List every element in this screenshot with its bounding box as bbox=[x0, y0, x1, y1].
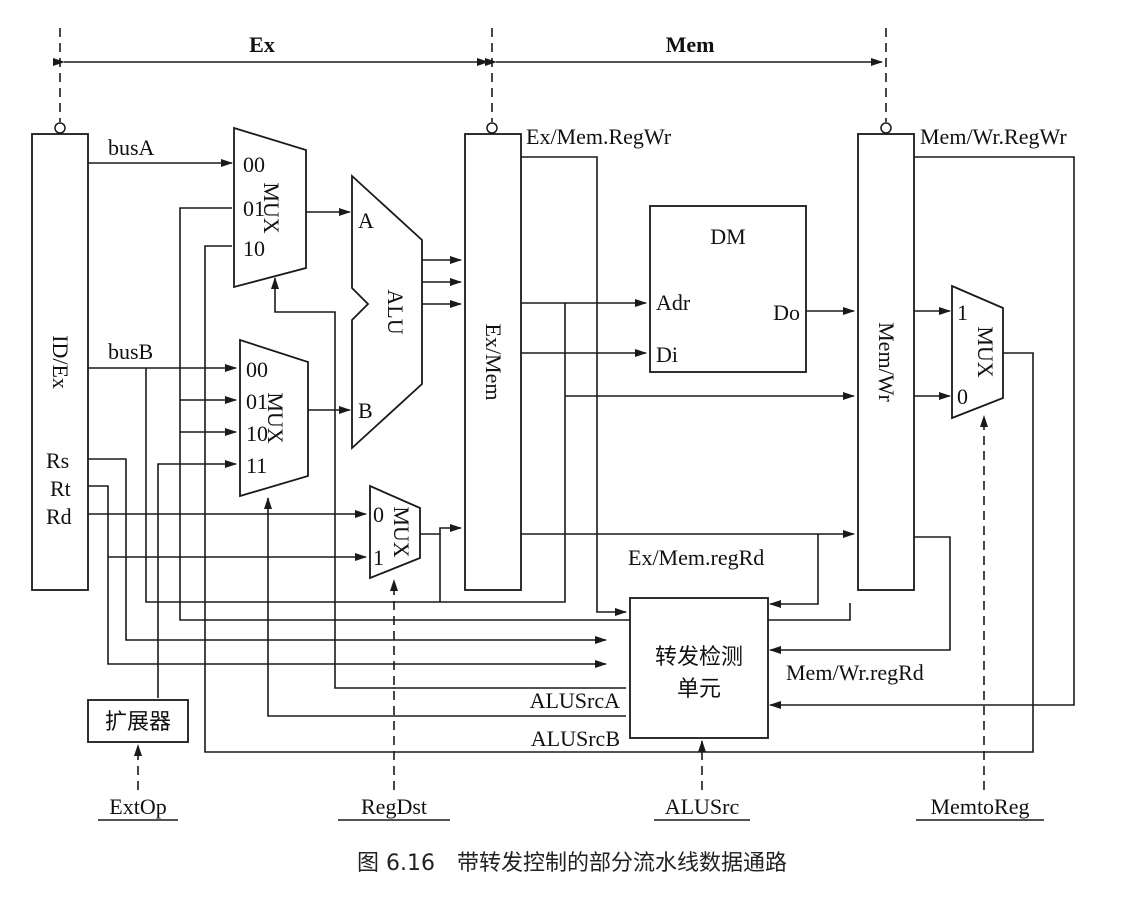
regdst-label: RegDst bbox=[361, 794, 427, 819]
mux-dst-in-1: 1 bbox=[373, 545, 384, 570]
busA-label: busA bbox=[108, 135, 155, 160]
alu-label: ALU bbox=[383, 289, 408, 334]
mux-b-in-10: 10 bbox=[246, 421, 268, 446]
mux-a-in-01: 01 bbox=[243, 196, 265, 221]
extender-label: 扩展器 bbox=[105, 710, 171, 735]
mux-b-in-00: 00 bbox=[246, 357, 268, 382]
mux-wb-in-1: 1 bbox=[957, 300, 968, 325]
mux-wb-in-0: 0 bbox=[957, 384, 968, 409]
mux-b-in-11: 11 bbox=[246, 453, 267, 478]
rd-label: Rd bbox=[46, 504, 72, 529]
forwarding-unit-line2: 单元 bbox=[677, 677, 721, 702]
memtoreg-label: MemtoReg bbox=[931, 794, 1030, 819]
busB-label: busB bbox=[108, 339, 153, 364]
mux-dst bbox=[369, 484, 421, 580]
alu-b-label: B bbox=[358, 398, 373, 423]
alusrc-label: ALUSrc bbox=[665, 794, 740, 819]
wires bbox=[88, 156, 1075, 753]
id-ex-register bbox=[31, 133, 89, 591]
ex-mem-label: Ex/Mem bbox=[481, 324, 506, 401]
alu bbox=[351, 173, 423, 451]
extender bbox=[87, 699, 189, 743]
alusrca-label: ALUSrcA bbox=[530, 688, 621, 713]
mux-a-in-10: 10 bbox=[243, 236, 265, 261]
alusrcb-label: ALUSrcB bbox=[531, 726, 620, 751]
ex-mem-regwr-label: Ex/Mem.RegWr bbox=[526, 124, 672, 149]
stage-dividers bbox=[54, 28, 892, 134]
mux-wb-label: MUX bbox=[973, 326, 998, 377]
forwarding-unit bbox=[629, 597, 769, 739]
mux-dst-label: MUX bbox=[389, 506, 414, 557]
clock-memwr bbox=[880, 122, 892, 134]
mux-a-label: MUX bbox=[259, 182, 284, 233]
stage-arrows: Ex Mem bbox=[53, 32, 883, 66]
mux-b-label: MUX bbox=[263, 392, 288, 443]
mux-b bbox=[239, 338, 309, 498]
id-ex-label: ID/Ex bbox=[48, 335, 73, 389]
forwarding-unit-line1: 转发检测 bbox=[655, 645, 743, 670]
control-signals bbox=[134, 415, 988, 790]
mux-a-in-00: 00 bbox=[243, 152, 265, 177]
rs-label: Rs bbox=[46, 448, 69, 473]
dm-title: DM bbox=[710, 224, 745, 249]
rt-label: Rt bbox=[50, 476, 71, 501]
mem-stage-label: Mem bbox=[666, 32, 715, 57]
mem-wr-regrd-label: Mem/Wr.regRd bbox=[786, 660, 924, 685]
dm-adr: Adr bbox=[656, 290, 691, 315]
figure-caption: 图 6.16 带转发控制的部分流水线数据通路 bbox=[357, 851, 787, 876]
data-memory bbox=[649, 205, 807, 373]
mem-wr-regwr-label: Mem/Wr.RegWr bbox=[920, 124, 1067, 149]
mem-wr-label: Mem/Wr bbox=[874, 322, 899, 402]
mux-wb bbox=[951, 284, 1004, 420]
clock-exmem bbox=[486, 122, 498, 134]
dm-do: Do bbox=[773, 300, 800, 325]
mem-wr-register bbox=[857, 133, 915, 591]
mux-dst-in-0: 0 bbox=[373, 502, 384, 527]
ex-stage-label: Ex bbox=[249, 32, 275, 57]
ex-mem-register bbox=[464, 133, 522, 591]
mux-b-in-01: 01 bbox=[246, 389, 268, 414]
mux-a bbox=[233, 126, 307, 289]
alu-a-label: A bbox=[358, 208, 374, 233]
dm-di: Di bbox=[656, 342, 678, 367]
clock-idex bbox=[54, 122, 66, 134]
ex-mem-regrd-label: Ex/Mem.regRd bbox=[628, 545, 764, 570]
extop-label: ExtOp bbox=[109, 794, 166, 819]
